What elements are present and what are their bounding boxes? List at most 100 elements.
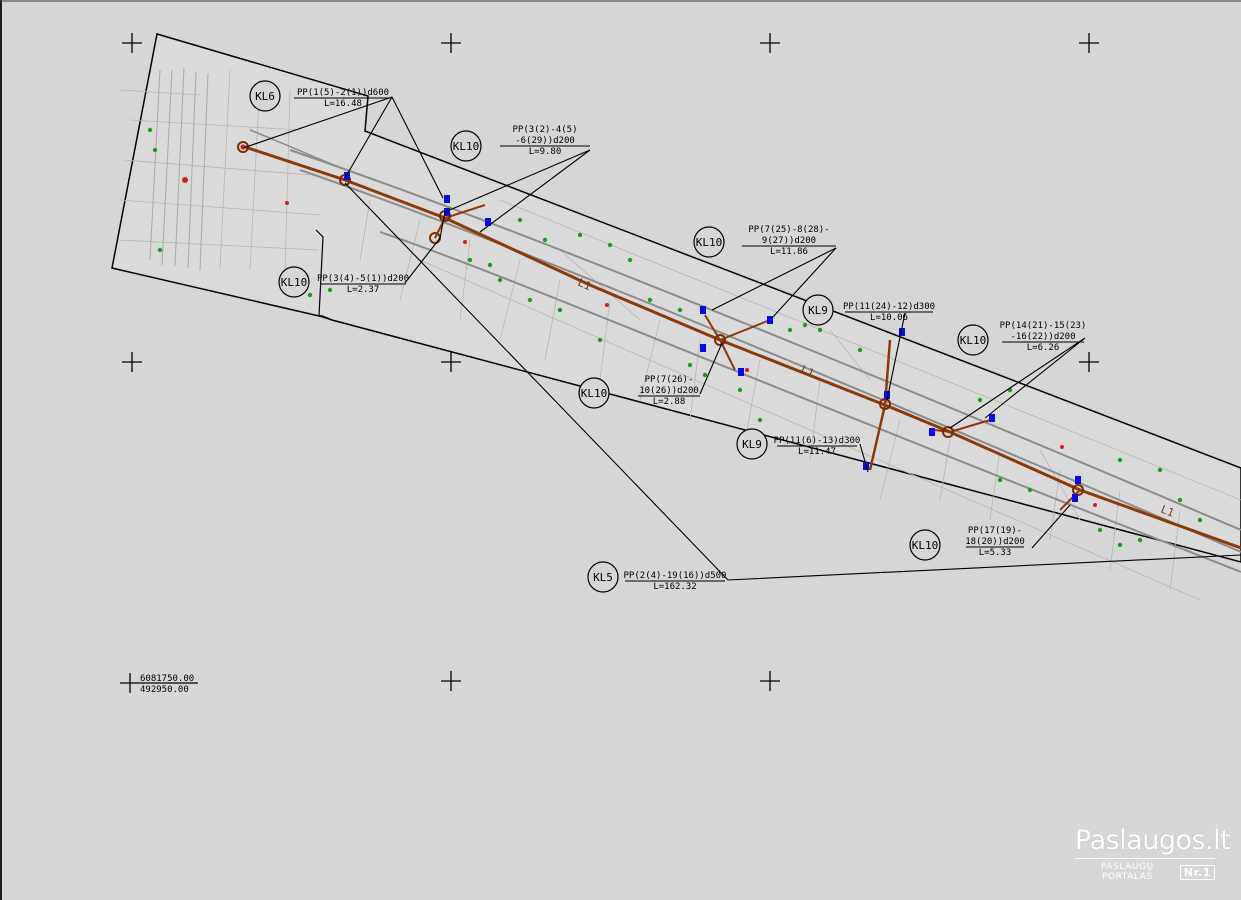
callout-line: PP(3(4)-5(1))d200 [317, 274, 409, 284]
survey-line [599, 299, 611, 381]
tree-point [607, 242, 613, 248]
callout-line: L=5.33 [979, 548, 1012, 558]
callout-bubble [578, 377, 610, 409]
callout-line: L=16.48 [324, 99, 362, 109]
survey-line [359, 199, 371, 261]
survey-line [124, 159, 311, 176]
blue-marker [344, 172, 350, 180]
watermark-badge: Nr.1 [1179, 864, 1215, 880]
callout-bubble [278, 266, 310, 298]
callout-line: PP(11(24)-12)d300 [843, 302, 935, 312]
callout-bubble [802, 294, 834, 326]
blue-marker [444, 208, 450, 216]
callout-line: L=11.86 [770, 247, 808, 257]
callout-bubble [957, 324, 989, 356]
coordinate-reference: 6081750.00 492950.00 [120, 673, 198, 695]
callout-bubble [693, 226, 725, 258]
tree-point [1137, 537, 1143, 543]
tree-point [597, 337, 603, 343]
tree-point [497, 277, 503, 283]
callout-code: KL10 [696, 236, 723, 249]
callout-line: -16(22))d200 [1010, 332, 1075, 342]
tree-point [467, 257, 473, 263]
tree-point [802, 322, 808, 328]
callout-line: 10(26))d200 [639, 386, 699, 396]
callout-bubble [587, 561, 619, 593]
callout-code: KL10 [912, 539, 939, 552]
survey-detail-linework [117, 69, 1241, 601]
tree-point [147, 127, 153, 133]
tree-point [677, 307, 683, 313]
tree-point [307, 292, 313, 298]
blue-marker [1075, 476, 1081, 484]
tree-point [527, 297, 533, 303]
tree-point [1097, 527, 1103, 533]
callout-code: KL9 [808, 304, 828, 317]
callout-line: PP(3(2)-4(5) [512, 125, 577, 135]
callout-bubble [249, 80, 281, 112]
callout-line: 18(20))d200 [965, 537, 1025, 547]
callout-line: L=2.37 [347, 285, 380, 295]
callout-line: L=9.80 [529, 147, 562, 157]
callout-line: L=162.32 [653, 582, 696, 592]
blue-marker [700, 344, 706, 352]
survey-line [129, 119, 301, 131]
manhole-well [942, 426, 954, 438]
tree-point [977, 397, 983, 403]
survey-line [399, 219, 421, 301]
tree-point [787, 327, 793, 333]
survey-line [419, 259, 1201, 601]
main-pipe [241, 144, 1241, 550]
site-boundary [111, 33, 1241, 563]
tree-point [1117, 542, 1123, 548]
tree-point [157, 247, 163, 253]
manhole-well [237, 141, 249, 153]
callout-line: PP(17(19)- [968, 526, 1022, 536]
blue-marker [700, 306, 706, 314]
callout-bubble [909, 529, 941, 561]
inspection-markers [344, 172, 1081, 502]
callout-line: PP(7(25)-8(28)- [748, 225, 829, 235]
callout-code: KL10 [281, 276, 308, 289]
tree-point [1117, 457, 1123, 463]
blue-marker [884, 391, 890, 399]
watermark-title: Paslaugos.lt [1075, 825, 1231, 856]
tree-point [577, 232, 583, 238]
tree-point [647, 297, 653, 303]
survey-line [809, 379, 821, 461]
callout-line: L=11.47 [798, 447, 836, 457]
blue-marker [767, 316, 773, 324]
manhole-well [714, 334, 726, 346]
callout-bubble [736, 428, 768, 460]
tree-point [1177, 497, 1183, 503]
tree-point [737, 387, 743, 393]
tree-point [517, 217, 523, 223]
survey-line [939, 439, 951, 501]
pipe-annotations: L1 L1 L1 [576, 276, 1176, 520]
watermark: Paslaugos.lt PASLAUGŲ PORTALAS Nr.1 [1075, 825, 1231, 882]
survey-line [989, 449, 1001, 521]
survey-line [1169, 509, 1181, 591]
callout-code: KL6 [255, 90, 275, 103]
callout-code: KL10 [960, 334, 987, 347]
tree-point [1157, 467, 1163, 473]
tree-point [857, 347, 863, 353]
callout-line: L=10.06 [870, 313, 908, 323]
tree-point [702, 372, 708, 378]
road-edges [249, 129, 1241, 573]
callout-line: PP(11(6)-13)d300 [774, 436, 861, 446]
blue-marker [929, 428, 935, 436]
blue-marker [485, 218, 491, 226]
callout-line: L=6.26 [1027, 343, 1060, 353]
tree-point [757, 417, 763, 423]
tree-point [327, 287, 333, 293]
leader-lines [242, 96, 1241, 581]
tree-point [152, 147, 158, 153]
blue-marker [738, 368, 744, 376]
